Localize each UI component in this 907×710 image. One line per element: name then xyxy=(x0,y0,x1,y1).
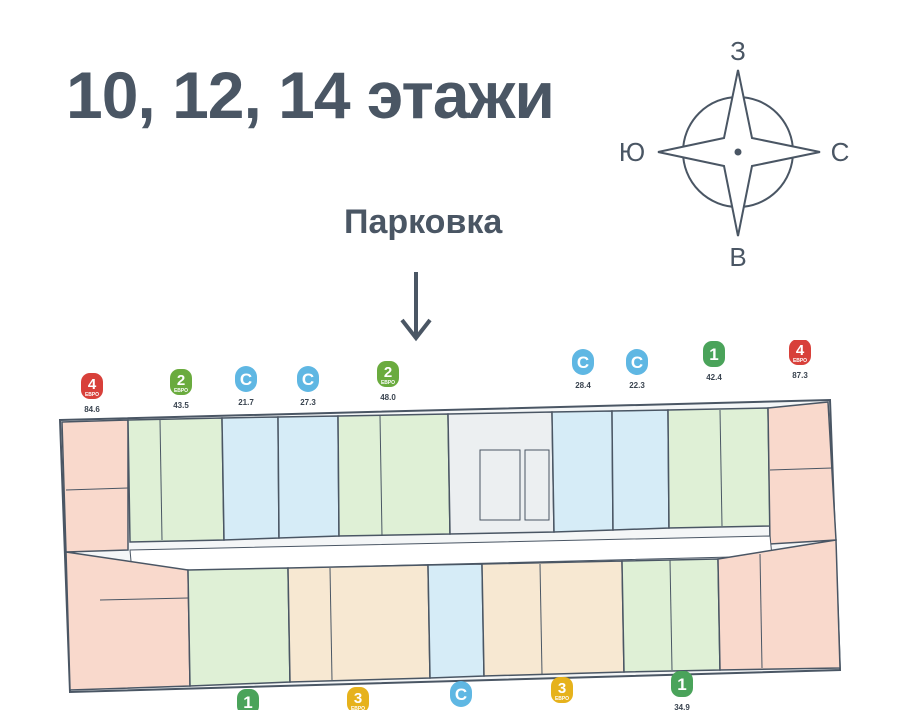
bottom-badge-shape-4 xyxy=(671,671,693,697)
apartment-bottom-right-4euro[interactable] xyxy=(717,539,841,671)
bottom-unit-badge-4[interactable]: 134.9 xyxy=(671,671,693,710)
bottom-badge-label-3: 3 xyxy=(558,680,566,697)
apartment-top-studio-3[interactable] xyxy=(551,410,614,533)
top-badge-sub-4: ЕВРО xyxy=(381,380,395,386)
top-badge-sub-1: ЕВРО xyxy=(174,388,188,394)
apartment-top-1room[interactable] xyxy=(667,407,771,529)
top-unit-badge-7[interactable]: 142.4 xyxy=(703,341,725,382)
top-badge-sub-0: ЕВРО xyxy=(85,392,99,398)
apartment-top-studio-1[interactable] xyxy=(221,416,280,541)
bottom-badge-label-1: 3 xyxy=(354,690,362,707)
bottom-unit-area-4: 34.9 xyxy=(674,703,690,710)
compass-north: З xyxy=(730,36,746,66)
top-unit-area-5: 28.4 xyxy=(575,381,591,390)
top-unit-area-3: 27.3 xyxy=(300,398,316,407)
bottom-badge-label-2: C xyxy=(455,685,467,704)
apartment-bottom-3euro-2[interactable] xyxy=(481,560,625,677)
top-badge-label-3: C xyxy=(302,370,314,389)
top-badge-label-1: 2 xyxy=(177,372,185,389)
top-badge-shape-6 xyxy=(626,349,648,375)
parking-label: Парковка xyxy=(344,203,503,241)
top-badge-shape-3 xyxy=(297,366,319,392)
apartment-bottom-1room-1[interactable] xyxy=(187,567,291,687)
top-badge-label-6: C xyxy=(631,353,643,372)
apartment-top-2euro-2[interactable] xyxy=(337,413,451,537)
bottom-badge-shape-3 xyxy=(551,677,573,703)
top-badge-shape-1 xyxy=(170,369,192,395)
bottom-badge-label-4: 1 xyxy=(677,675,686,694)
bottom-badge-shape-0 xyxy=(237,689,259,710)
top-badge-label-8: 4 xyxy=(796,342,805,359)
top-unit-area-1: 43.5 xyxy=(173,401,189,410)
compass-east: С xyxy=(831,137,850,167)
bottom-badge-shape-1 xyxy=(347,687,369,710)
top-badge-shape-5 xyxy=(572,349,594,375)
apartment-bottom-studio[interactable] xyxy=(427,563,485,679)
top-unit-badge-3[interactable]: C 27.3 xyxy=(297,366,319,407)
bottom-badge-sub-3: ЕВРО xyxy=(555,696,569,702)
interior-walls xyxy=(65,409,833,681)
top-badge-shape-2 xyxy=(235,366,257,392)
bottom-badge-label-0: 1 xyxy=(243,693,252,710)
top-unit-area-8: 87.3 xyxy=(792,371,808,380)
bottom-badge-shape-2 xyxy=(450,681,472,707)
apartment-top-2euro-1[interactable] xyxy=(127,417,225,543)
top-unit-area-7: 42.4 xyxy=(706,373,722,382)
top-unit-badge-2[interactable]: C 21.7 xyxy=(235,366,257,407)
top-unit-area-6: 22.3 xyxy=(629,381,645,390)
floors-title: 10, 12, 14 этажи xyxy=(66,58,555,132)
top-unit-badge-6[interactable]: C 22.3 xyxy=(626,349,648,390)
bottom-apartments xyxy=(65,539,841,691)
compass-rose-icon: З В Ю С xyxy=(619,36,850,270)
top-badge-sub-8: ЕВРО xyxy=(793,358,807,364)
top-unit-area-2: 21.7 xyxy=(238,398,254,407)
top-badge-label-2: C xyxy=(240,370,252,389)
top-apartments xyxy=(61,401,837,553)
top-unit-area-4: 48.0 xyxy=(380,393,396,402)
bottom-badge-sub-1: ЕВРО xyxy=(351,706,365,710)
bottom-badges: 13ЕВРОC3ЕВРО49.3134.9 xyxy=(237,671,693,710)
apartment-top-4euro-left[interactable] xyxy=(61,419,129,553)
top-badge-label-4: 2 xyxy=(384,364,392,381)
top-badge-label-0: 4 xyxy=(88,376,97,393)
top-badge-label-7: 1 xyxy=(709,345,718,364)
top-badge-shape-7 xyxy=(703,341,725,367)
top-badge-shape-4 xyxy=(377,361,399,387)
apartment-bottom-left-4euro[interactable] xyxy=(65,551,191,691)
top-unit-area-0: 84.6 xyxy=(84,405,100,414)
bottom-unit-badge-0[interactable]: 1 xyxy=(237,689,259,710)
top-badge-shape-0 xyxy=(81,373,103,399)
parking-arrow-icon xyxy=(400,272,432,342)
floor-plan: 4ЕВРО84.62ЕВРО43.5C21.7C27.32ЕВРО48.0C28… xyxy=(58,340,842,710)
apartment-top-studio-2[interactable] xyxy=(277,415,340,539)
compass-south: В xyxy=(729,242,746,270)
bottom-unit-badge-3[interactable]: 3ЕВРО49.3 xyxy=(551,677,573,710)
apartment-top-4euro-right[interactable] xyxy=(767,401,837,545)
top-badge-label-5: C xyxy=(577,353,589,372)
apartment-bottom-3euro-1[interactable] xyxy=(287,564,431,683)
stair-lift-core xyxy=(447,411,555,535)
top-unit-badge-5[interactable]: C 28.4 xyxy=(572,349,594,390)
compass-west: Ю xyxy=(619,137,645,167)
top-badges: 4ЕВРО84.62ЕВРО43.5C21.7C27.32ЕВРО48.0C28… xyxy=(81,340,811,414)
bottom-unit-badge-2[interactable]: C xyxy=(450,681,472,707)
apartment-top-studio-4[interactable] xyxy=(611,409,670,531)
top-badge-shape-8 xyxy=(789,340,811,365)
